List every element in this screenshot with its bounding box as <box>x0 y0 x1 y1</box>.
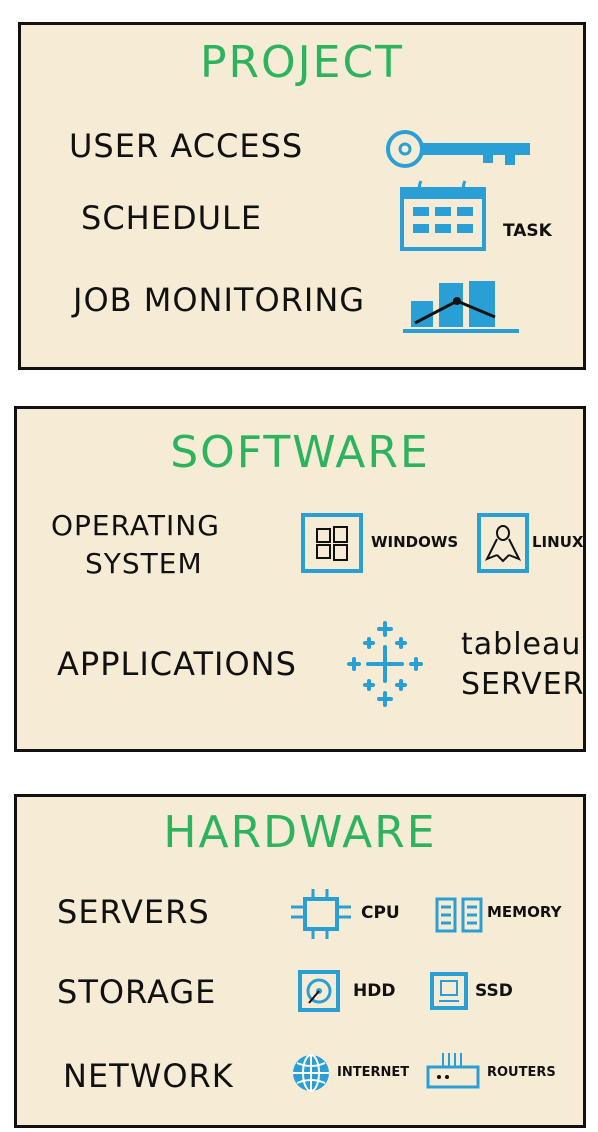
ssd-icon <box>429 971 469 1011</box>
tableau-icon <box>343 619 427 709</box>
job-monitoring-label: JOB MONITORING <box>73 281 366 319</box>
tableau-label: tableau <box>461 627 582 662</box>
system-label: SYSTEM <box>85 547 203 580</box>
ssd-label: SSD <box>475 981 513 1001</box>
memory-label: MEMORY <box>487 903 562 921</box>
servers-label: SERVERS <box>57 893 210 931</box>
project-panel: PROJECT USER ACCESS SCHEDULE TASK JOB MO… <box>18 22 586 370</box>
bar-chart-icon <box>401 273 521 335</box>
globe-icon <box>289 1051 333 1095</box>
memory-icon <box>433 895 485 935</box>
task-label: TASK <box>503 221 552 241</box>
software-panel: SOFTWARE OPERATING SYSTEM WINDOWS LINUX … <box>14 406 586 752</box>
internet-label: INTERNET <box>337 1065 410 1080</box>
routers-label: ROUTERS <box>487 1065 556 1080</box>
linux-label: LINUX <box>532 533 584 551</box>
applications-label: APPLICATIONS <box>57 645 297 683</box>
hardware-panel: HARDWARE SERVERS CPU MEMORY STORAGE <box>14 794 586 1128</box>
hdd-icon <box>297 969 341 1013</box>
user-access-label: USER ACCESS <box>69 127 304 165</box>
storage-label: STORAGE <box>57 973 217 1011</box>
network-label: NETWORK <box>63 1057 234 1095</box>
calendar-icon <box>399 177 489 253</box>
project-title: PROJECT <box>199 37 405 88</box>
cpu-label: CPU <box>361 903 400 923</box>
windows-label: WINDOWS <box>371 533 459 551</box>
linux-icon <box>477 513 529 573</box>
operating-label: OPERATING <box>51 509 220 542</box>
key-icon <box>385 129 535 169</box>
hdd-label: HDD <box>353 981 396 1001</box>
router-icon <box>425 1051 481 1091</box>
hardware-title: HARDWARE <box>163 807 437 858</box>
server-label: SERVER <box>461 667 585 702</box>
software-title: SOFTWARE <box>170 427 430 478</box>
schedule-label: SCHEDULE <box>81 199 263 237</box>
cpu-icon <box>287 889 357 939</box>
windows-icon <box>301 513 365 573</box>
